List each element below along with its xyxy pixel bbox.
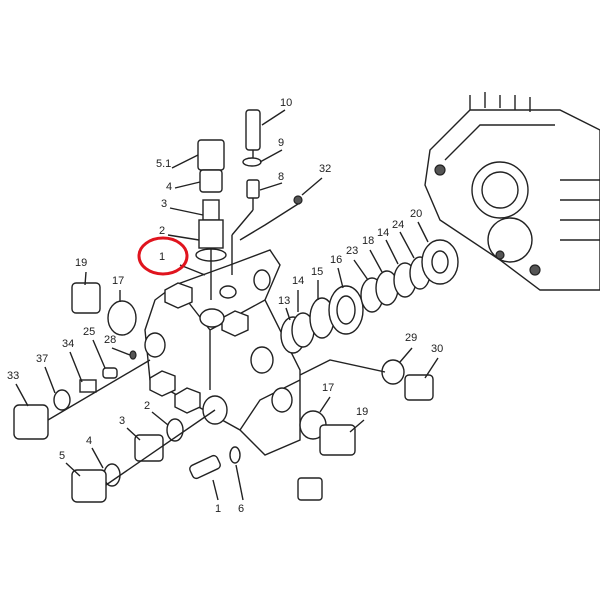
part-label: 4	[86, 435, 92, 447]
part-label: 17	[322, 382, 334, 394]
part-label: 37	[36, 353, 48, 365]
part-label: 3	[161, 198, 167, 210]
part-label: 23	[346, 245, 358, 257]
part-label: 17	[112, 275, 124, 287]
valve-block	[144, 249, 301, 456]
part-label: 34	[62, 338, 74, 350]
part-label: 6	[238, 503, 244, 515]
part-label: 2	[144, 400, 150, 412]
highlight-circle	[137, 236, 189, 276]
upper-parts	[195, 109, 303, 300]
part-label: 18	[362, 235, 374, 247]
part-label: 20	[410, 208, 422, 220]
part-label: 19	[356, 406, 368, 418]
part-label: 5	[59, 450, 65, 462]
part-label: 28	[104, 334, 116, 346]
part-label: 32	[319, 163, 331, 175]
part-label: 24	[392, 219, 404, 231]
part-label: 25	[83, 326, 95, 338]
part-label-highlighted: 1	[159, 251, 165, 263]
part-label: 10	[280, 97, 292, 109]
left-parts	[13, 282, 241, 503]
part-label: 5.1	[156, 158, 171, 170]
part-label: 30	[431, 343, 443, 355]
part-label: 8	[278, 171, 284, 183]
part-label: 2	[159, 225, 165, 237]
part-label: 9	[278, 137, 284, 149]
pump-housing	[424, 92, 600, 291]
part-label: 4	[166, 181, 172, 193]
part-label: 33	[7, 370, 19, 382]
part-label: 3	[119, 415, 125, 427]
part-label: 29	[405, 332, 417, 344]
part-label: 1	[215, 503, 221, 515]
part-labels: 10 9 5.1 4 8 32 3 2 1 19 17 14 15 16 23 …	[7, 97, 443, 515]
part-label: 15	[311, 266, 323, 278]
leader-lines	[15, 109, 439, 501]
seal-stack	[280, 239, 459, 501]
part-label: 14	[292, 275, 304, 287]
part-label: 13	[278, 295, 290, 307]
part-label: 16	[330, 254, 342, 266]
part-label: 14	[377, 227, 389, 239]
part-label: 19	[75, 257, 87, 269]
